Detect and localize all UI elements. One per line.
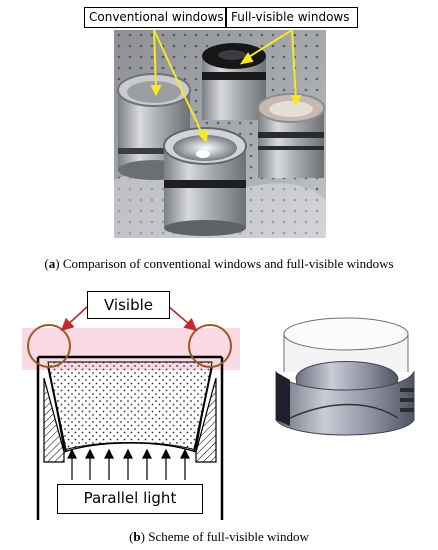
full-visible-window-black	[202, 43, 266, 120]
conventional-window-front	[163, 127, 247, 236]
visible-circle-left	[27, 324, 71, 368]
visible-circle-right	[188, 324, 232, 368]
visible-label: Visible	[87, 291, 170, 319]
label-conventional-windows: Conventional windows	[84, 7, 226, 28]
parallel-light-label: Parallel light	[57, 484, 203, 514]
caption-b-letter: b	[133, 529, 141, 544]
visible-arrow-right	[167, 305, 198, 332]
full-visible-window-clear	[257, 93, 325, 178]
parallel-light-arrows	[67, 448, 190, 480]
window-cross-section	[36, 355, 224, 520]
window-3d-render	[275, 317, 415, 436]
caption-b: (b) Scheme of full-visible window	[129, 529, 309, 544]
caption-b-text: Scheme of full-visible window	[148, 529, 309, 544]
visible-arrow-left	[60, 305, 89, 332]
caption-a: (a) Comparison of conventional windows a…	[44, 256, 394, 271]
caption-a-letter: a	[48, 256, 56, 271]
caption-a-text: Comparison of conventional windows and f…	[62, 256, 394, 271]
scheme-diagram	[22, 305, 415, 520]
photo-pointer-arrows	[150, 30, 302, 144]
window-photo	[114, 30, 326, 238]
label-full-visible-windows: Full-visible windows	[226, 7, 358, 28]
